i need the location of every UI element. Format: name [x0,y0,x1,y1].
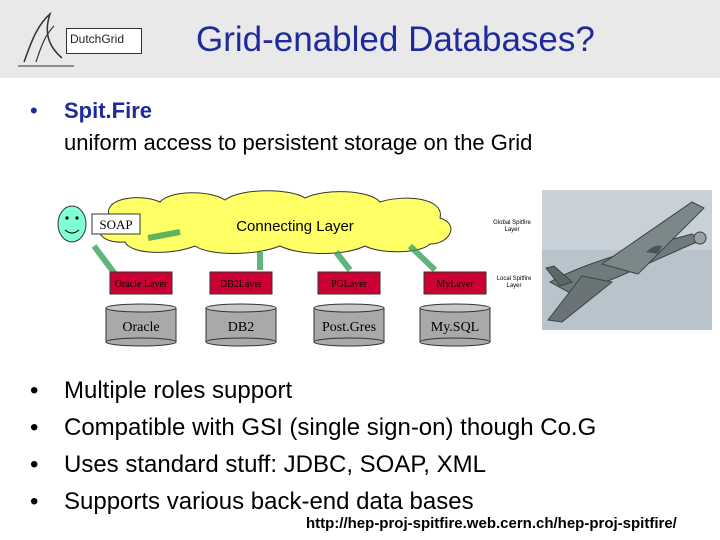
list-item: •Supports various back-end data bases [30,488,474,515]
spitfire-plane-image [542,190,712,330]
db-db2-label: DB2 [228,320,254,335]
layer-db2-label: DB2Layer [220,279,263,290]
db-oracle-label: Oracle [122,320,159,335]
architecture-diagram: Connecting Layer SOAP Global Spitfire La… [57,190,532,347]
db-mysql-label: My.SQL [431,320,480,335]
db-mysql: My.SQL [419,303,491,347]
soap-face-icon [57,205,87,243]
connecting-layer-text: Connecting Layer [236,218,354,235]
layer-db2: DB2Layer [209,271,273,295]
header-band: DutchGrid Grid-enabled Databases? [0,0,720,78]
feature-text: Supports various back-end data bases [64,488,474,515]
intro-bullet: • [30,98,38,123]
list-item: •Multiple roles support [30,377,293,404]
layer-pg: PGLayer [317,271,381,295]
source-url-link[interactable]: http://hep-proj-spitfire.web.cern.ch/hep… [306,515,677,532]
dutchgrid-logo-drawing [18,11,74,67]
layer-my: MyLayer [423,271,487,295]
intro-description: uniform access to persistent storage on … [64,130,533,155]
local-layer-note-line2: Layer [506,283,521,289]
local-layer-note-line1: Local Spitfire [497,276,532,282]
layer-oracle: Oracle Layer [109,271,173,295]
db-oracle: Oracle [105,303,177,347]
db-postgres-label: Post.Gres [322,320,376,335]
feature-text: Multiple roles support [64,377,293,404]
layer-pg-label: PGLayer [331,279,368,290]
feature-list: •Multiple roles support •Compatible with… [30,372,596,520]
page-title: Grid-enabled Databases? [196,20,595,59]
feature-text: Uses standard stuff: JDBC, SOAP, XML [64,451,486,478]
dutchgrid-logo: DutchGrid [14,6,144,72]
db-db2: DB2 [205,303,277,347]
global-layer-note-line1: Global Spitfire [493,220,531,226]
connecting-layer-cloud [98,190,452,254]
soap-box [91,213,141,235]
feature-text: Compatible with GSI (single sign-on) tho… [64,414,597,441]
layer-my-label: MyLayer [436,279,474,290]
logo-text: DutchGrid [70,32,125,46]
soap-label: SOAP [99,217,132,232]
list-item: •Compatible with GSI (single sign-on) th… [30,414,597,441]
db-postgres: Post.Gres [313,303,385,347]
global-layer-note-line2: Layer [504,227,519,233]
list-item: •Uses standard stuff: JDBC, SOAP, XML [30,451,486,478]
intro-label: Spit.Fire [64,98,153,123]
layer-oracle-label: Oracle Layer [115,279,168,290]
logo-box [66,28,142,54]
